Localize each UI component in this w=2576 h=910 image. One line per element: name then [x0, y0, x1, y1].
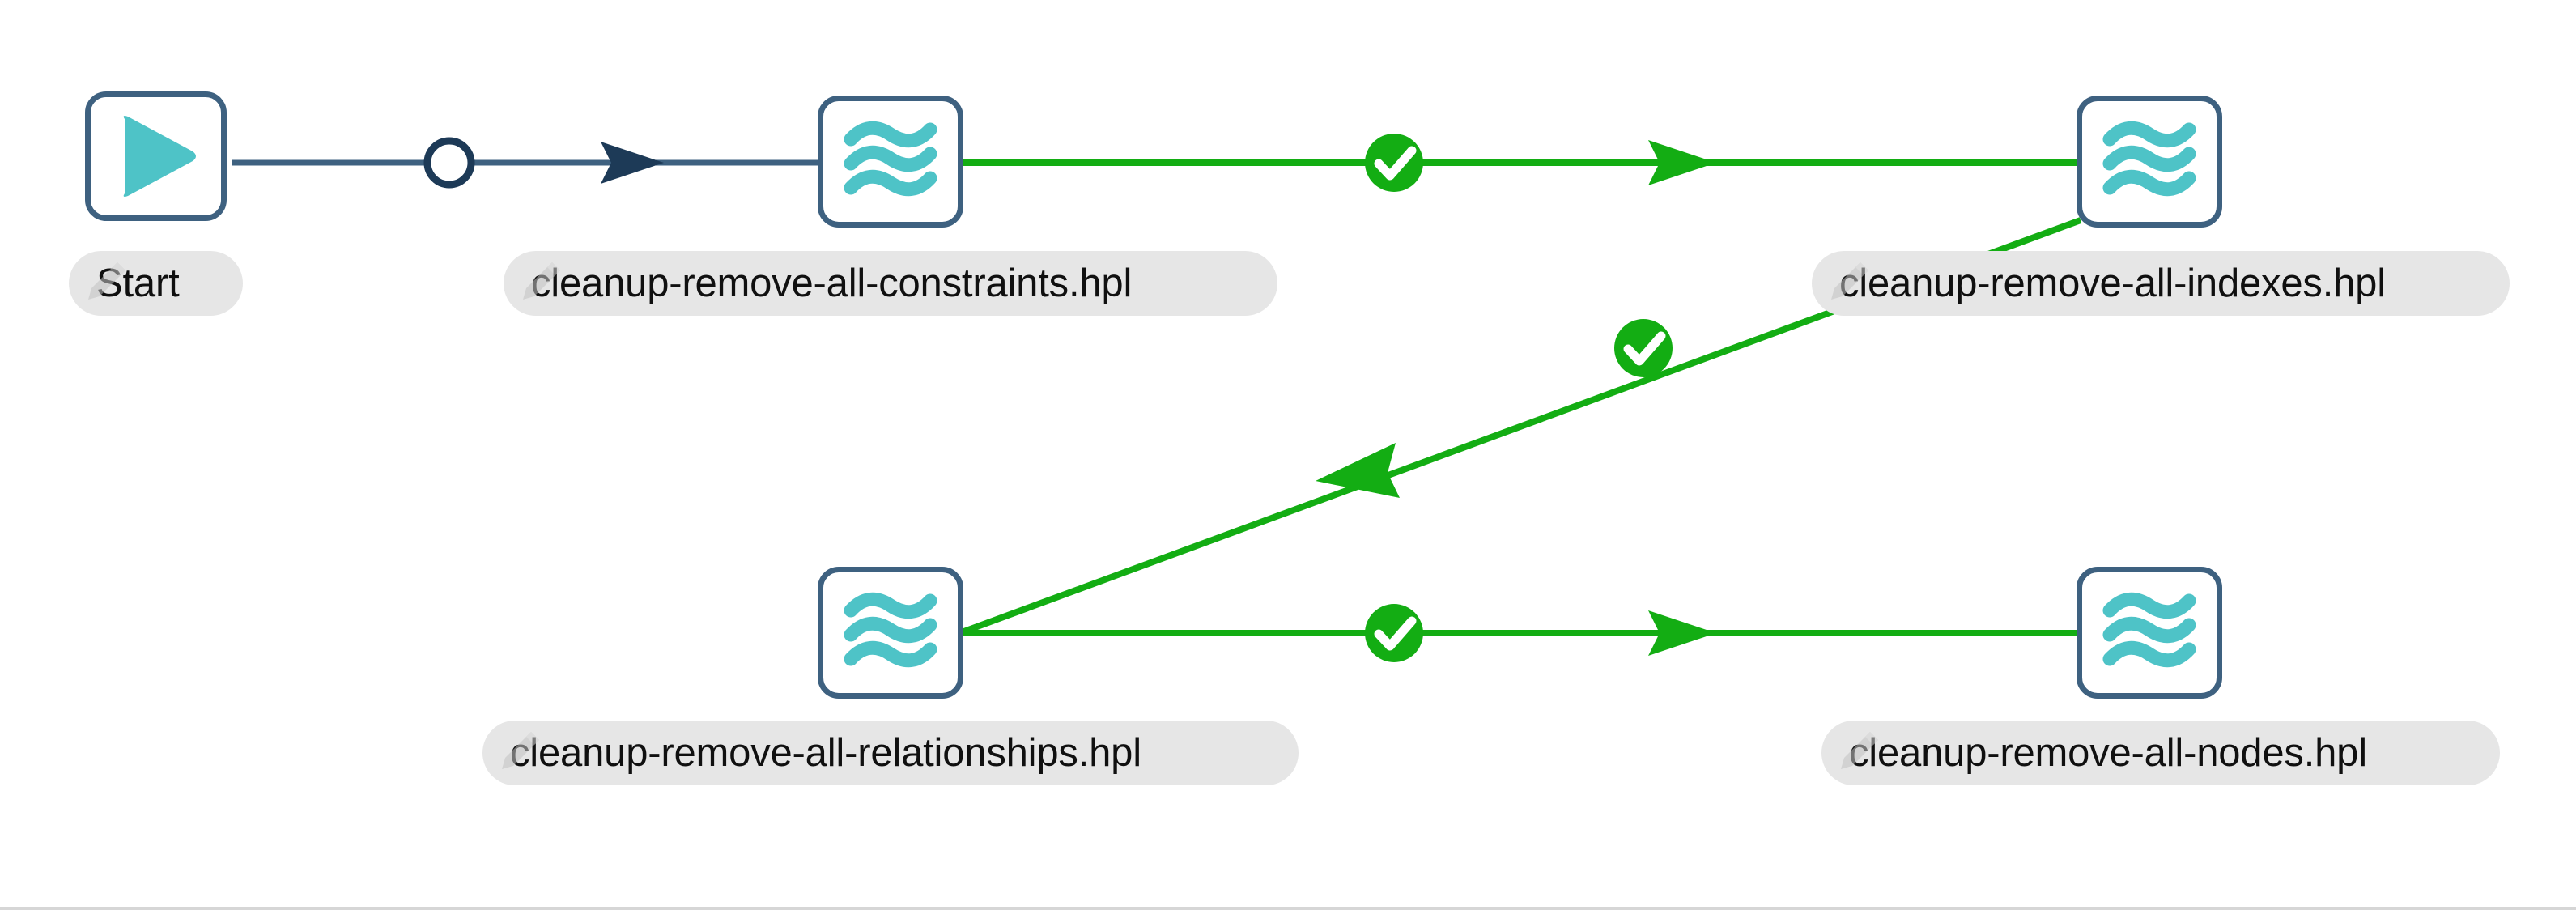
edge-relationships-to-nodes[interactable] — [959, 610, 2082, 656]
node-cleanup-remove-all-indexes[interactable] — [2077, 96, 2222, 228]
node-label-cleanup-remove-all-relationships[interactable]: cleanup-remove-all-relationships.hpl — [482, 721, 1299, 785]
success-check-icon-constraints-indexes[interactable] — [1365, 134, 1423, 192]
green-triangle-arrow-icon-left — [1316, 443, 1400, 498]
pipeline-waves-icon — [844, 592, 937, 667]
play-triangle-icon — [123, 116, 196, 197]
node-cleanup-remove-all-constraints[interactable] — [818, 96, 963, 228]
node-start[interactable] — [85, 91, 227, 221]
pipeline-waves-icon — [2102, 592, 2196, 667]
node-cleanup-remove-all-nodes[interactable] — [2077, 567, 2222, 699]
edge-start-to-constraints[interactable] — [232, 137, 822, 189]
node-label-start[interactable]: Start — [69, 251, 243, 316]
node-label-cleanup-remove-all-nodes[interactable]: cleanup-remove-all-nodes.hpl — [1821, 721, 2500, 785]
hollow-ring-icon[interactable] — [423, 137, 475, 189]
success-check-icon-indexes-relationships[interactable] — [1614, 319, 1673, 377]
node-label-cleanup-remove-all-indexes[interactable]: cleanup-remove-all-indexes.hpl — [1812, 251, 2510, 316]
solid-triangle-arrow-icon — [601, 142, 664, 184]
node-label-text: cleanup-remove-all-nodes.hpl — [1849, 730, 2367, 775]
node-label-cleanup-remove-all-constraints[interactable]: cleanup-remove-all-constraints.hpl — [504, 251, 1277, 316]
node-cleanup-remove-all-relationships[interactable] — [818, 567, 963, 699]
pipeline-waves-icon — [2102, 121, 2196, 196]
node-label-text: cleanup-remove-all-relationships.hpl — [510, 730, 1141, 775]
green-triangle-arrow-icon — [1648, 610, 1716, 656]
green-triangle-arrow-icon — [1648, 140, 1716, 185]
node-label-text: Start — [96, 261, 180, 305]
success-check-icon-relationships-nodes[interactable] — [1365, 604, 1423, 662]
node-label-text: cleanup-remove-all-indexes.hpl — [1839, 261, 2386, 305]
node-label-text: cleanup-remove-all-constraints.hpl — [531, 261, 1133, 305]
edge-constraints-to-indexes[interactable] — [959, 140, 2082, 185]
pipeline-waves-icon — [844, 121, 937, 196]
